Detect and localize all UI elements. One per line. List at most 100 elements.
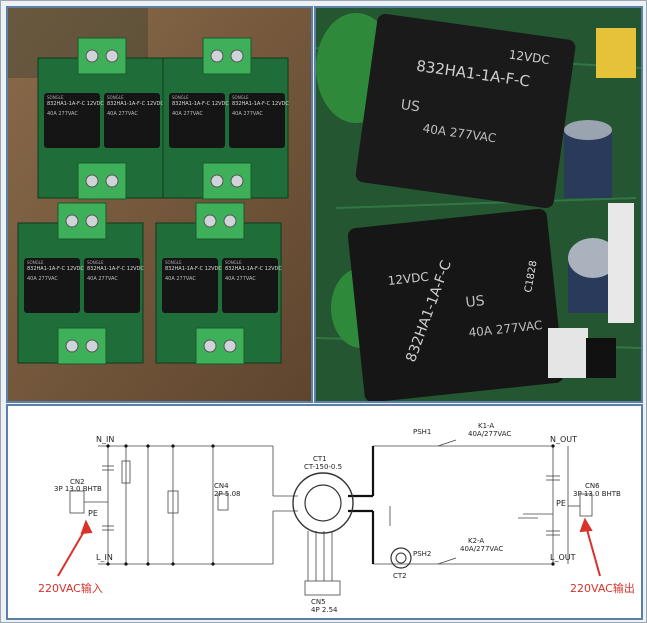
ct1-toroid [292,472,354,534]
cn6-spec: 3P 13.0 BHTB [573,490,621,498]
relay [104,93,160,148]
relay-rating: 40A 277VAC [172,111,203,117]
terminal-block [57,327,107,365]
k1-spec: 40A/277VAC [468,430,511,438]
relay-model: 832HA1-1A-F-C 12VDC [232,101,289,107]
k1-label: K1-A [478,422,494,430]
circuit-schematic: N_IN L_IN N_OUT L_OUT CN2 3P 13.0 BHTB P… [6,404,643,620]
ct2-coil [390,547,412,569]
terminal-screw [230,49,244,63]
terminal-block [195,202,245,240]
relay-model: 832HA1-1A-F-C 12VDC [27,266,84,272]
terminal-block [195,327,245,365]
terminal-screw [230,174,244,188]
relay-brand: SONGLE [165,260,182,265]
terminal-screw [223,339,237,353]
closeup-relay-bottom: 12VDC 832HA1-1A-F-C 40A 277VAC US [347,208,564,401]
terminal-screw [203,339,217,353]
ct1-spec: CT-150-0.5 [304,463,342,471]
cn6-label: CN6 [585,482,600,490]
relay [24,258,80,313]
relay-rating: 40A 277VAC [27,276,58,282]
relay-rating: 40A 277VAC [87,276,118,282]
pe-left-label: PE [88,509,98,518]
n-out-label: N_OUT [550,435,577,444]
relay [84,258,140,313]
relay-brand: SONGLE [225,260,242,265]
terminal-screw [85,49,99,63]
relay-model: 832HA1-1A-F-C 12VDC [107,101,164,107]
svg-text:US: US [400,97,421,116]
l-out-label: L_OUT [550,553,576,562]
psh1-label: PSH1 [413,428,431,436]
psh2-label: PSH2 [413,550,431,558]
capacitor-top [564,120,612,198]
relay-brand: SONGLE [87,260,104,265]
relay-rating: 40A 277VAC [107,111,138,117]
svg-text:12VDC: 12VDC [508,48,551,68]
output-label: 220VAC输出 [570,582,635,595]
cn5-spec: 4P 2.54 [311,606,338,614]
relay-rating: 40A 277VAC [225,276,256,282]
relay-brand: SONGLE [232,95,249,100]
relay [169,93,225,148]
terminal-screw [210,174,224,188]
closeup-relay-top: 832HA1-1A-F-C 12VDC 40A 277VAC US [355,13,576,209]
terminal-screw [210,49,224,63]
terminal-screw [65,339,79,353]
terminal-screw [85,174,99,188]
relay-closeup-photo: 832HA1-1A-F-C 12VDC 40A 277VAC US 12VDC … [314,6,643,403]
cn5-label: CN5 [311,598,326,606]
cn2-spec: 3P 13.0 BHTB [54,485,102,493]
terminal-screw [105,174,119,188]
terminal-block [77,37,127,75]
cn4-label: CN4 [214,482,229,490]
relay-model: 832HA1-1A-F-C 12VDC [165,266,222,272]
svg-text:US: US [465,293,486,311]
ct2-label: CT2 [393,572,407,580]
relay-rating: 40A 277VAC [165,276,196,282]
relay-brand: SONGLE [27,260,44,265]
terminal-block [202,162,252,200]
ic-chip [586,338,616,378]
terminal-screw [85,214,99,228]
input-label: 220VAC输入 [38,582,103,595]
k2-label: K2-A [468,537,484,545]
relay-rating: 40A 277VAC [47,111,78,117]
inductor [596,28,636,78]
n-in-label: N_IN [96,435,114,444]
relay [162,258,218,313]
schematic-drawing: N_IN L_IN N_OUT L_OUT CN2 3P 13.0 BHTB P… [54,422,621,614]
relay [222,258,278,313]
terminal-block [77,162,127,200]
terminal-screw [65,214,79,228]
white-connector [608,203,634,323]
relay-model: 832HA1-1A-F-C 12VDC [87,266,144,272]
terminal-block [57,202,107,240]
relay-brand: SONGLE [172,95,189,100]
relay-brand: SONGLE [47,95,64,100]
ct1-label: CT1 [313,455,327,463]
relay-model: 832HA1-1A-F-C 12VDC [225,266,282,272]
relay-model: 832HA1-1A-F-C 12VDC [47,101,104,107]
relay-rating: 40A 277VAC [232,111,263,117]
relay [229,93,285,148]
relay-closeup-illustration: 832HA1-1A-F-C 12VDC 40A 277VAC US 12VDC … [316,8,641,401]
relay-model: 832HA1-1A-F-C 12VDC [172,101,229,107]
l-in-label: L_IN [96,553,113,562]
pe-right-label: PE [556,499,566,508]
cn2-label: CN2 [70,478,85,486]
white-connector-small [548,328,588,378]
terminal-screw [223,214,237,228]
terminal-block [202,37,252,75]
relay-brand: SONGLE [107,95,124,100]
relay [44,93,100,148]
terminal-screw [105,49,119,63]
cn4-spec: 2P 5.08 [214,490,241,498]
terminal-screw [85,339,99,353]
terminal-screw [203,214,217,228]
svg-text:12VDC: 12VDC [387,270,429,288]
k2-spec: 40A/277VAC [460,545,503,553]
